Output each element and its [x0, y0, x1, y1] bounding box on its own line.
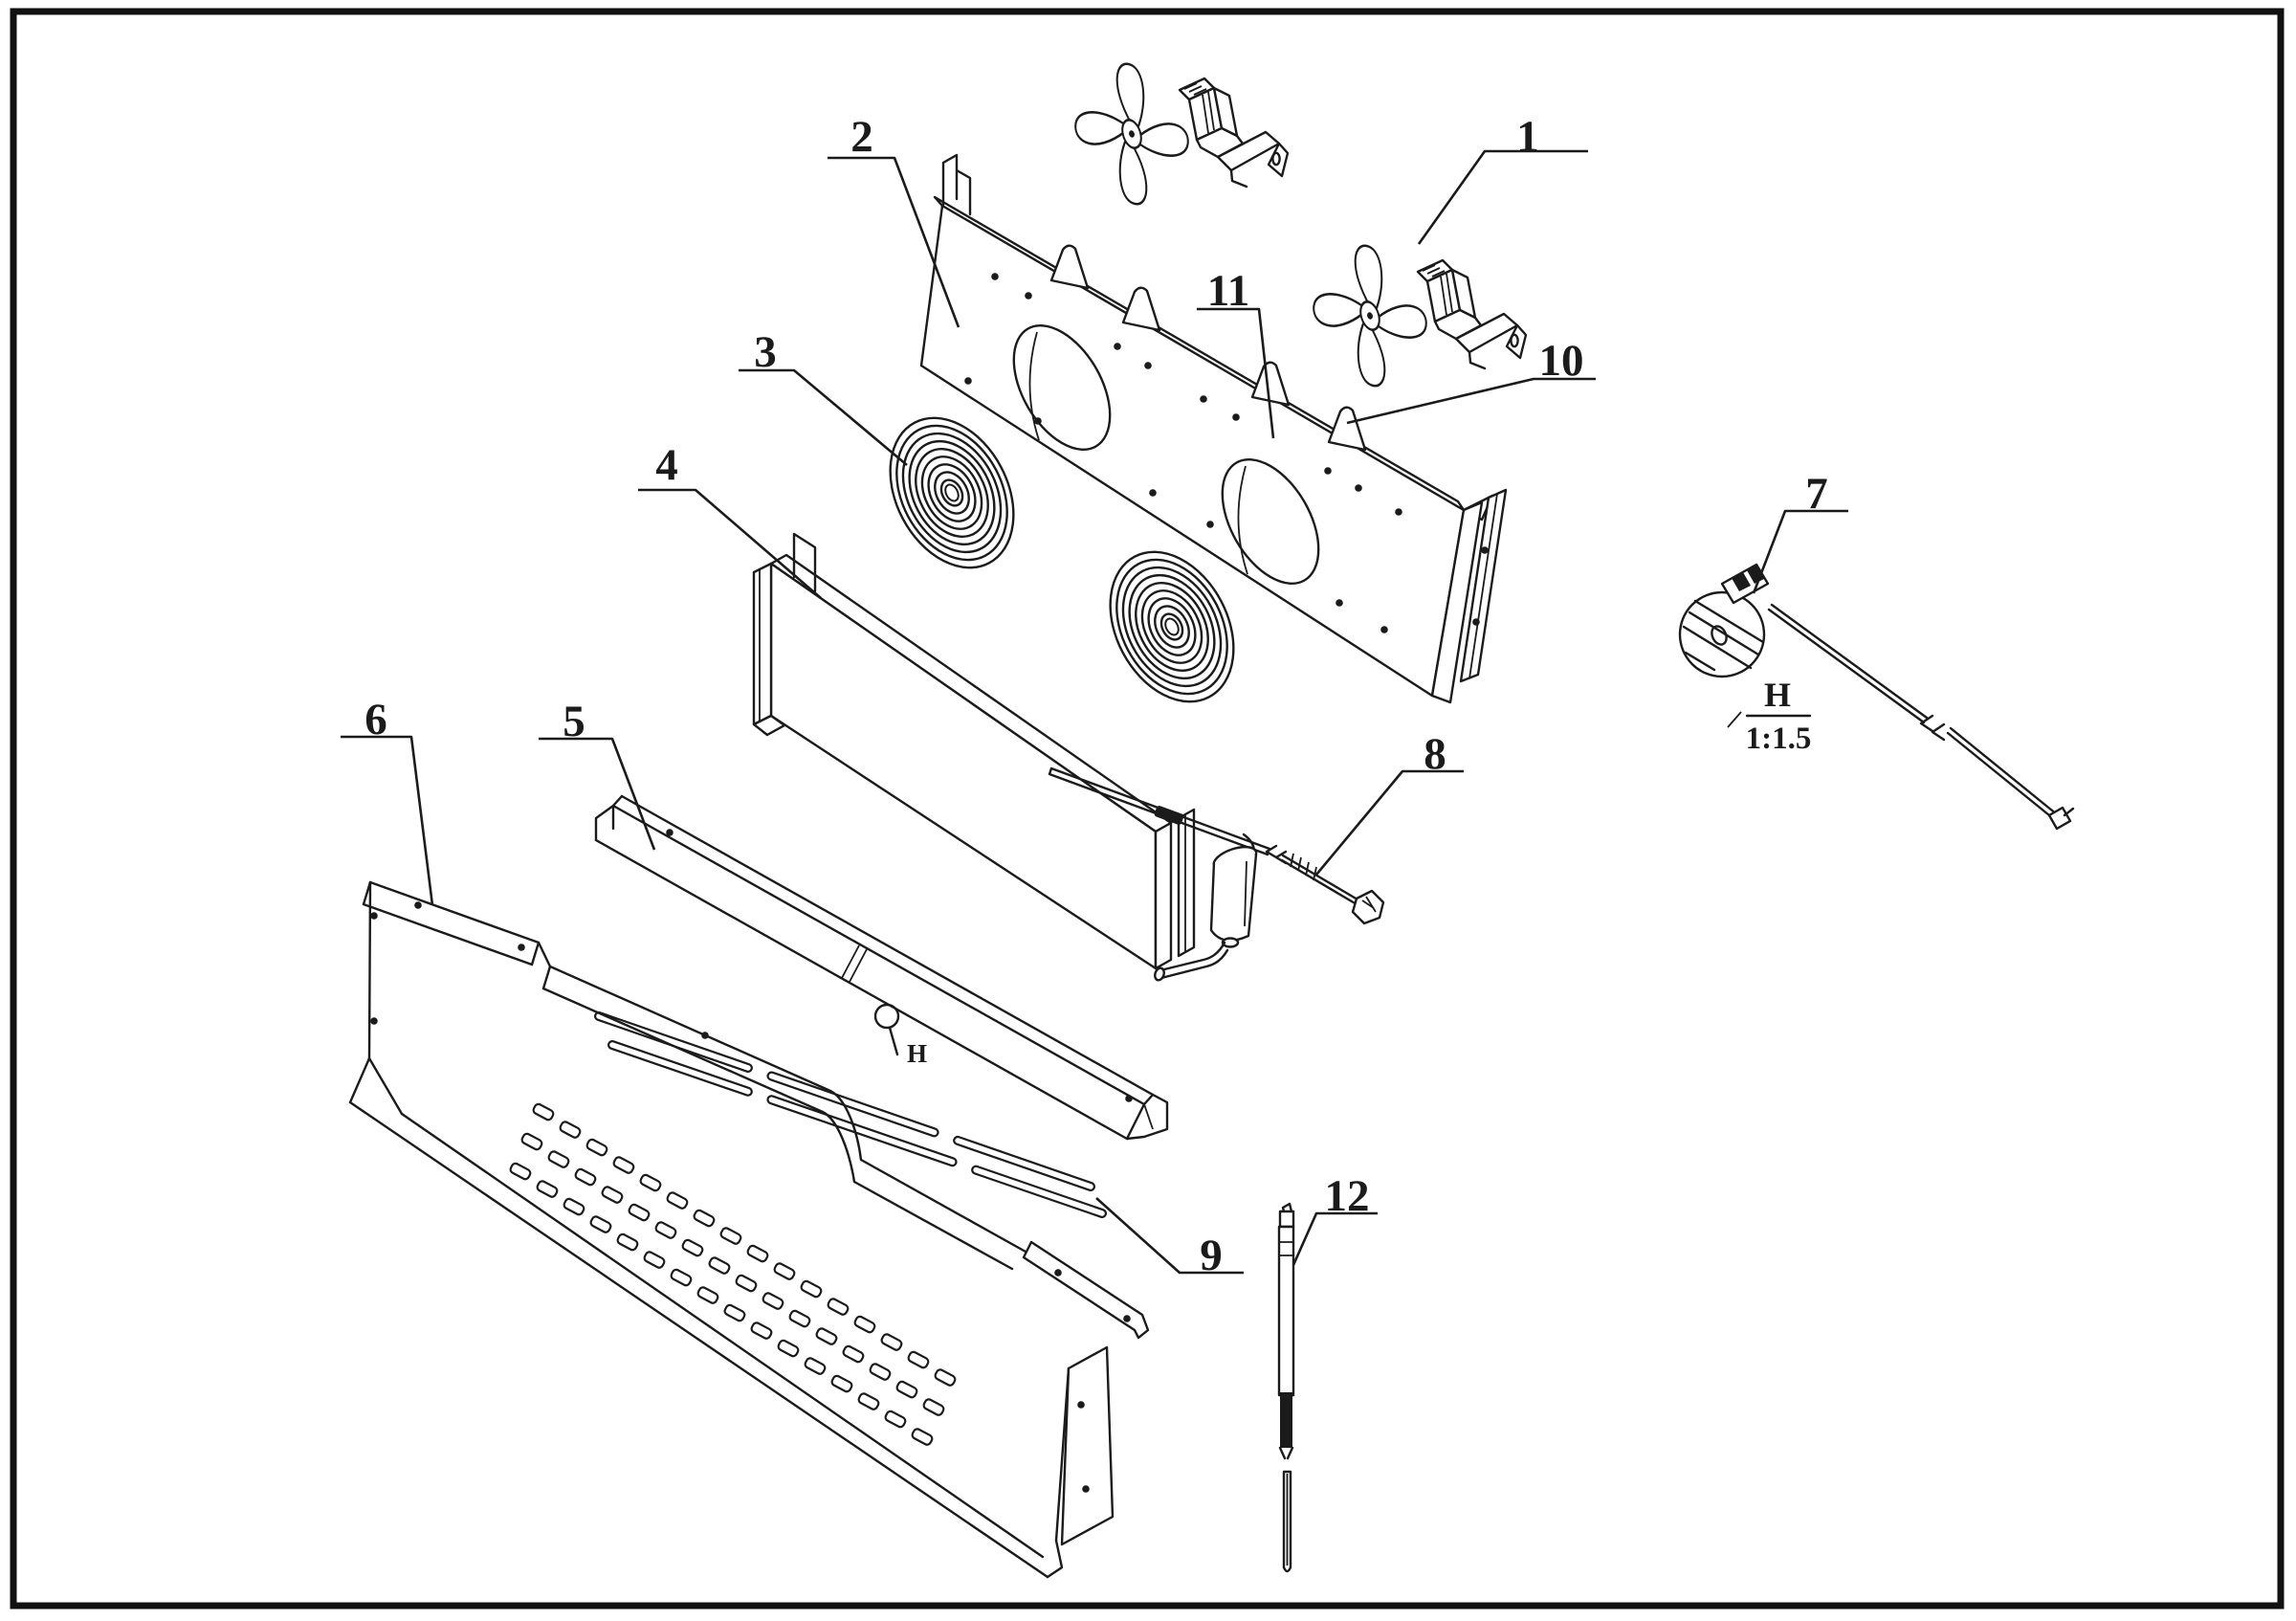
louver-slot	[842, 1344, 865, 1364]
louver-slot	[585, 1138, 608, 1157]
louver-slot	[563, 1197, 585, 1216]
louver-slot	[880, 1333, 903, 1351]
louver-slot	[907, 1350, 930, 1369]
louver-slot	[762, 1292, 784, 1310]
drip-tray: H	[594, 794, 1169, 1141]
louvered-front-cover	[348, 880, 1150, 1579]
louver-slot	[746, 1244, 769, 1263]
callout-3-leader	[739, 368, 908, 466]
louver-slot	[628, 1203, 651, 1222]
detail-view-h: H 1:1.5	[1678, 563, 2075, 831]
callout-2-number: 2	[850, 112, 873, 162]
callout-12-number: 12	[1325, 1171, 1370, 1221]
louver-slot	[612, 1156, 635, 1174]
louver-slot	[536, 1180, 559, 1198]
louver-slot	[911, 1428, 934, 1446]
callout-6-leader	[341, 735, 434, 906]
callout-5-leader	[539, 737, 656, 851]
louver-slot	[869, 1363, 892, 1381]
louver-slot	[547, 1150, 570, 1168]
panel-top-brackets	[1049, 244, 1367, 452]
louver-slot	[616, 1232, 639, 1252]
callout-11-leader	[1197, 307, 1275, 439]
callout-2-leader	[828, 156, 960, 328]
louver-slot	[509, 1162, 532, 1181]
detail-title: H	[1764, 676, 1791, 714]
louver-slot	[934, 1368, 957, 1387]
callout-9-leader	[1095, 1197, 1244, 1275]
callout-3-number: 3	[754, 327, 777, 377]
louver-slot	[696, 1286, 719, 1304]
louver-slot	[853, 1315, 876, 1334]
callout-4-number: 4	[655, 440, 678, 490]
louver-slot	[804, 1357, 827, 1375]
louver-slot	[827, 1298, 850, 1316]
mounting-bolt	[1280, 853, 1385, 925]
back-panel	[919, 153, 1508, 704]
louver-slot	[666, 1191, 689, 1210]
callout-7-number: 7	[1805, 469, 1828, 519]
louver-slot	[830, 1374, 853, 1393]
callout-12-leader	[1292, 1211, 1378, 1266]
louver-slot	[735, 1274, 758, 1293]
louver-slot	[601, 1186, 624, 1204]
spiral-fan-blade-right	[1109, 550, 1235, 703]
callout-6-number: 6	[364, 695, 387, 744]
louver-slot	[654, 1221, 677, 1239]
louver-slot	[589, 1215, 612, 1233]
fan-opening-left	[1012, 323, 1112, 452]
detail-position-marker: H	[873, 1003, 927, 1068]
louver-slot	[643, 1251, 666, 1269]
louver-slot	[719, 1227, 742, 1245]
louver-slot	[559, 1121, 582, 1139]
callout-5-number: 5	[563, 697, 585, 746]
callout-8-leader	[1315, 769, 1464, 876]
louver-slot	[922, 1398, 945, 1416]
louver-slot	[723, 1303, 746, 1322]
callout-1-leader	[1417, 149, 1588, 245]
louver-slot	[708, 1256, 731, 1275]
detail-scale: 1:1.5	[1746, 722, 1812, 756]
louver-slot	[681, 1238, 704, 1257]
louver-slot	[532, 1102, 555, 1121]
louver-slot	[777, 1339, 800, 1358]
louver-slot	[520, 1132, 543, 1151]
louver-slot	[857, 1392, 880, 1410]
louver-slot	[788, 1309, 811, 1328]
callout-8-number: 8	[1424, 729, 1446, 779]
callout-9-number: 9	[1200, 1231, 1223, 1280]
louver-slot	[670, 1268, 693, 1287]
louver-slot	[574, 1167, 597, 1187]
callout-10-leader	[1346, 377, 1596, 425]
louver-slot	[815, 1327, 838, 1345]
evaporator-coil	[752, 532, 1196, 970]
louver-slot	[639, 1173, 662, 1192]
louver-slot	[884, 1410, 907, 1429]
callout-10-number: 10	[1539, 336, 1584, 386]
suction-tube-and-accumulator	[1048, 766, 1288, 982]
louver-slot	[800, 1279, 823, 1299]
panel-screw-holes	[964, 273, 1402, 633]
heater-rod	[1277, 1202, 1295, 1573]
heater-tubes	[594, 1011, 1107, 1218]
louver-vents	[509, 1102, 957, 1446]
detail-marker-flag-text: H	[907, 1039, 927, 1068]
fan-opening-right	[1221, 457, 1320, 586]
callout-1-number: 1	[1516, 112, 1539, 162]
louver-slot	[750, 1321, 773, 1340]
louver-slot	[773, 1262, 796, 1280]
louver-slot	[693, 1209, 716, 1228]
callout-11-number: 11	[1207, 266, 1249, 316]
callout-4-leader	[638, 488, 822, 599]
callout-7-leader	[1752, 509, 1848, 594]
louver-slot	[895, 1380, 918, 1399]
